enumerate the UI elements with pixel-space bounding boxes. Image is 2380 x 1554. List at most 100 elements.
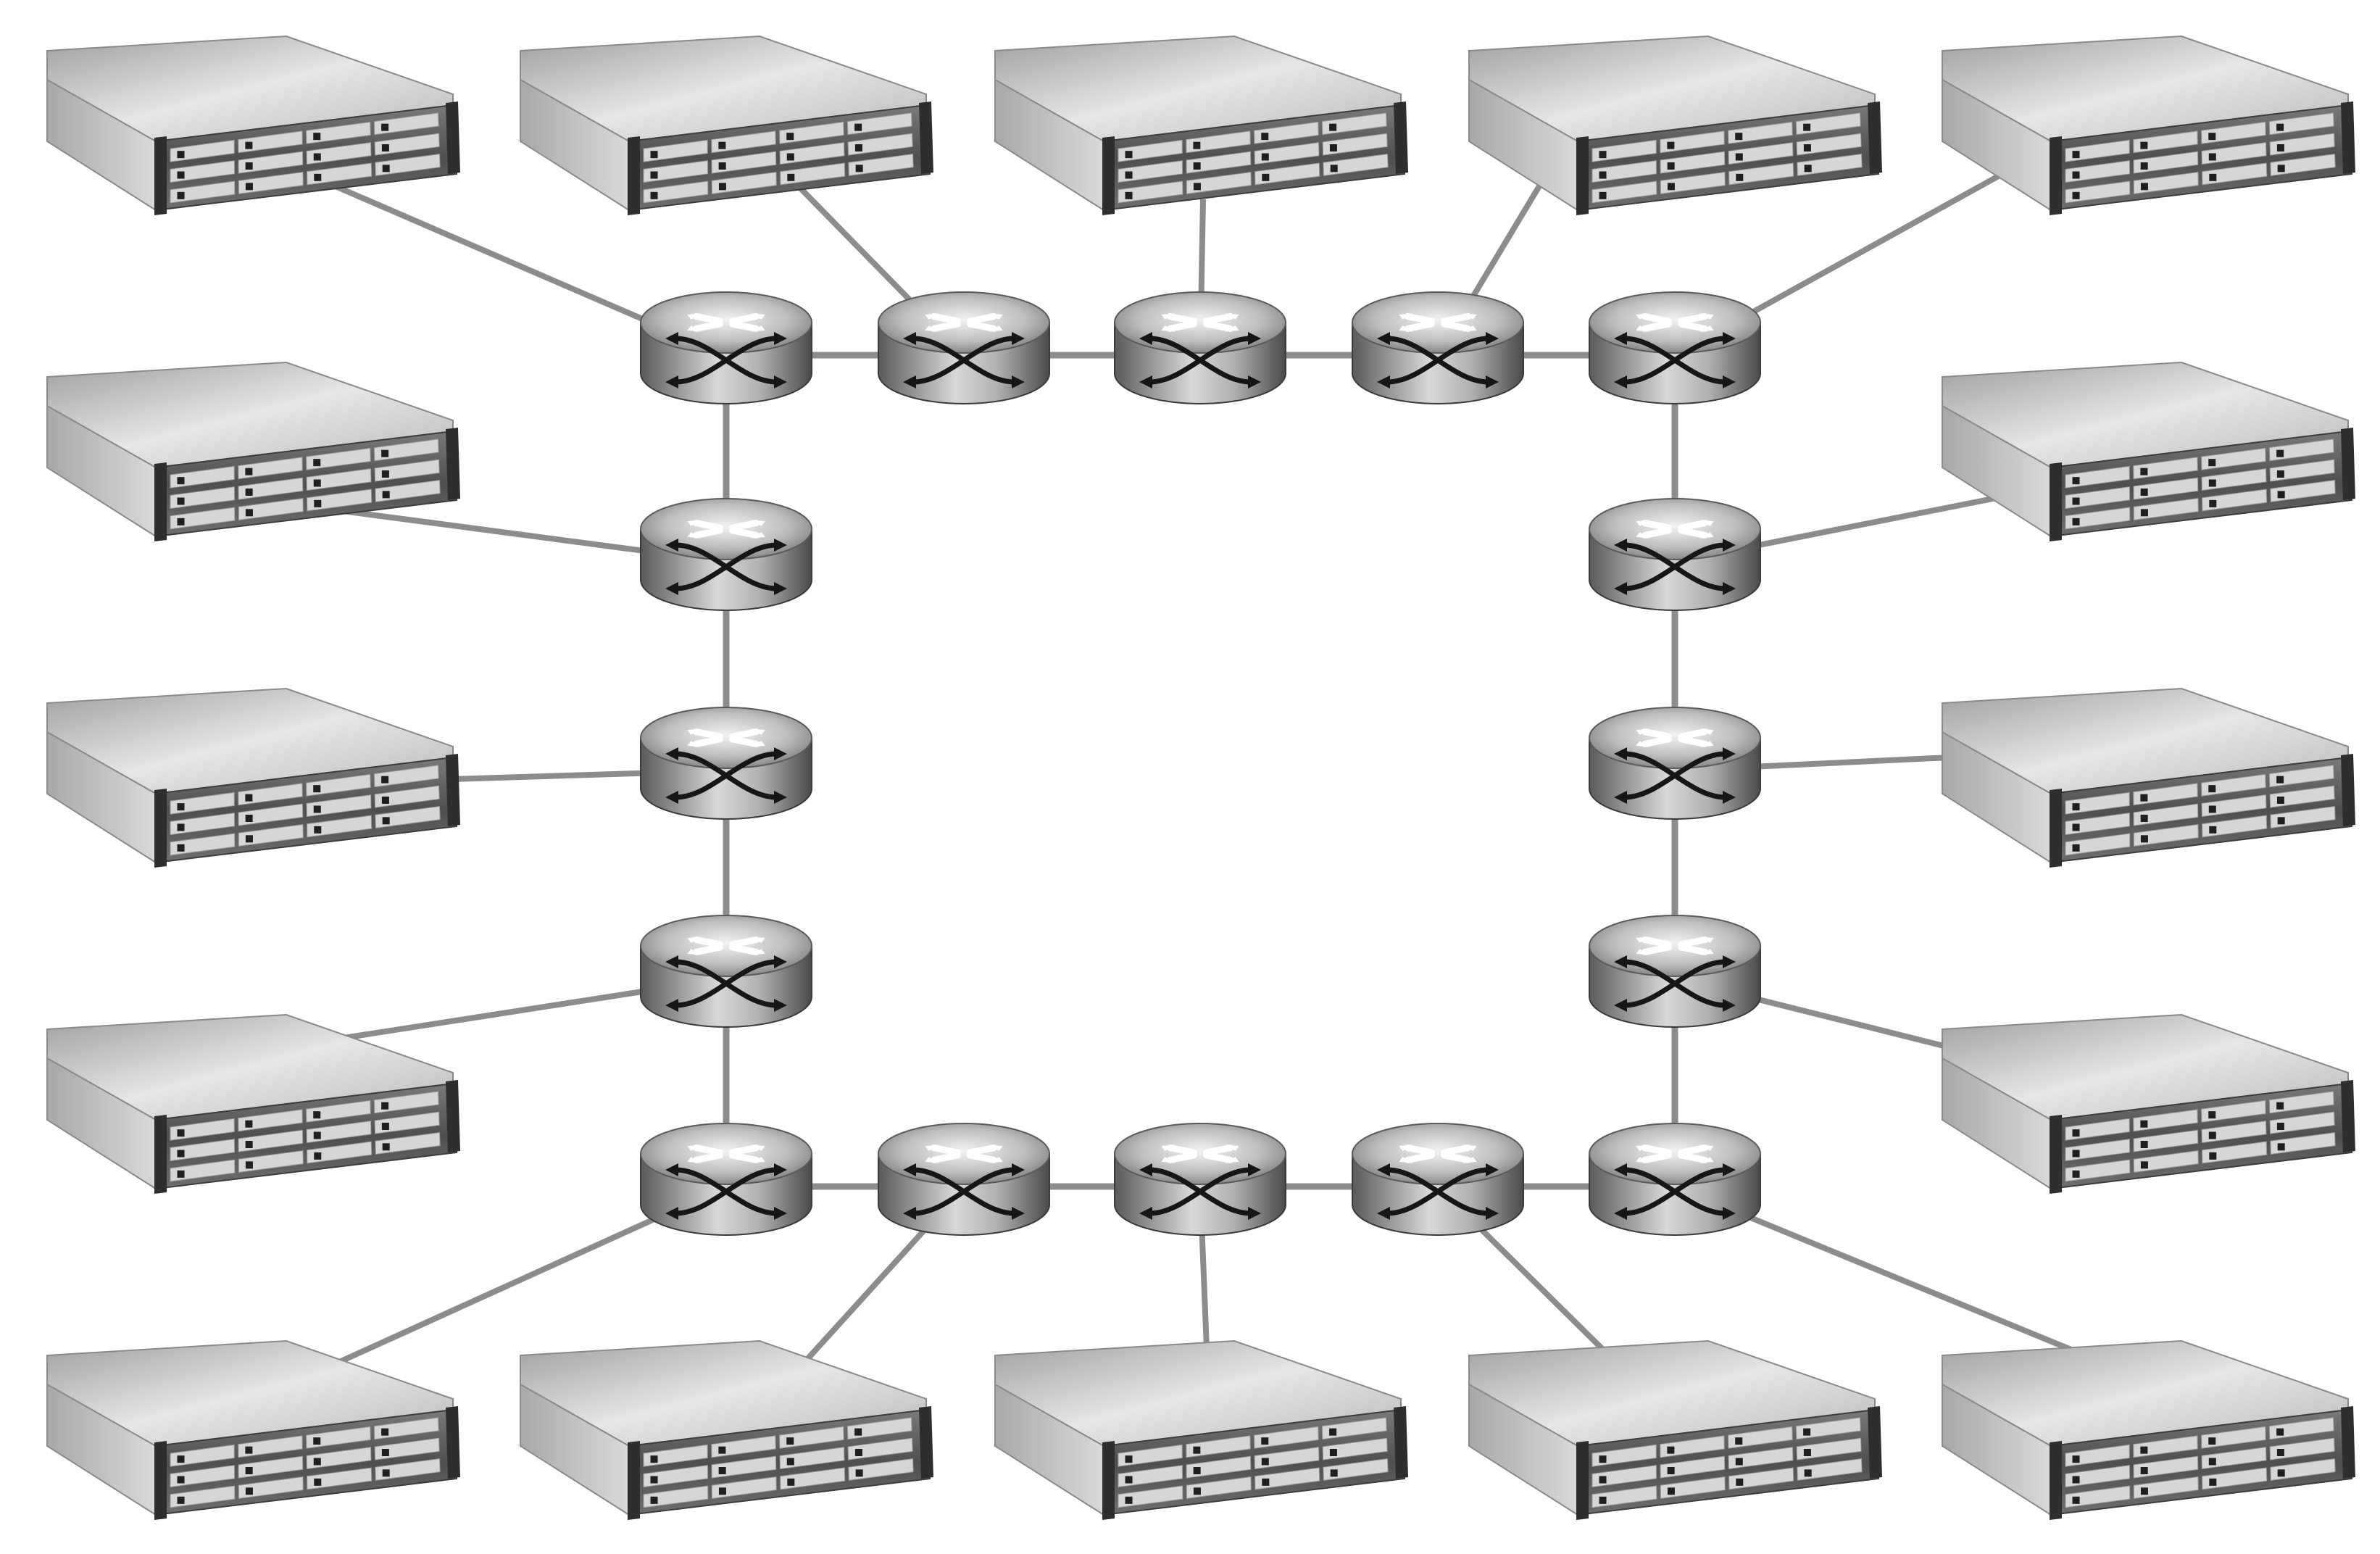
router-cross-arrow-head bbox=[1614, 1163, 1627, 1176]
router-arrow-head bbox=[989, 325, 1003, 332]
drive-bay bbox=[2065, 139, 2130, 162]
router-arrow-shaft bbox=[1166, 1152, 1197, 1163]
router-arrow-head bbox=[687, 1157, 702, 1163]
router-arrow-head bbox=[989, 313, 1003, 320]
drive-latch bbox=[2140, 815, 2148, 822]
router-arrow-shaft bbox=[729, 320, 760, 332]
drive-bay bbox=[1797, 153, 1863, 176]
drive-latch bbox=[177, 1496, 185, 1504]
router-arrow-shaft bbox=[967, 1152, 998, 1163]
drive-latch bbox=[2209, 173, 2217, 181]
router-cross-arrow-head bbox=[665, 1163, 678, 1176]
drive-bay bbox=[2065, 1485, 2131, 1508]
drive-latch bbox=[1599, 191, 1607, 199]
server-handle-right bbox=[2341, 754, 2355, 826]
rack-server-icon bbox=[1468, 1339, 1882, 1520]
router-arrow-shaft bbox=[729, 728, 760, 740]
router-cross-arrow-head bbox=[1139, 1207, 1152, 1220]
drive-latch bbox=[2276, 144, 2284, 151]
drive-bay bbox=[1254, 1447, 1320, 1470]
router-cross-arrow-head bbox=[1377, 1163, 1390, 1176]
router-icon bbox=[1352, 291, 1524, 404]
drive-bay bbox=[2065, 507, 2131, 530]
drive-latch bbox=[2277, 1143, 2285, 1151]
drive-latch bbox=[313, 479, 321, 487]
router-arrow-head bbox=[1699, 313, 1714, 320]
router-cross-arrow-head bbox=[665, 539, 678, 552]
router-top bbox=[1589, 707, 1761, 769]
drive-bay bbox=[779, 142, 845, 165]
drive-bay bbox=[1118, 139, 1183, 162]
drive-latch bbox=[718, 1467, 726, 1474]
router-cross-arrow-head bbox=[1614, 955, 1627, 968]
drive-bay bbox=[238, 1455, 304, 1479]
router-arrow-head bbox=[1699, 949, 1714, 955]
router-arrow-shaft bbox=[1441, 313, 1472, 325]
drive-bay bbox=[170, 486, 236, 510]
drive-bay bbox=[848, 153, 914, 176]
drive-latch bbox=[313, 785, 321, 793]
drive-bay bbox=[374, 459, 440, 482]
drive-latch bbox=[245, 1141, 253, 1148]
drive-bay bbox=[846, 112, 912, 136]
router-arrow-shaft bbox=[1441, 1152, 1472, 1163]
router-cross-arrow-head bbox=[1723, 375, 1736, 388]
drive-bay bbox=[2201, 773, 2266, 797]
server-handle-left bbox=[1576, 136, 1589, 215]
drive-latch bbox=[854, 144, 862, 151]
router-cross-arrow-head bbox=[774, 747, 787, 760]
server-handle-right bbox=[1394, 101, 1408, 174]
drive-bay bbox=[1321, 1417, 1387, 1440]
drive-latch bbox=[2277, 165, 2285, 173]
drive-latch bbox=[2208, 1111, 2216, 1119]
drive-bay bbox=[1591, 1444, 1657, 1467]
server-handle-right bbox=[2341, 1406, 2355, 1479]
drive-bay bbox=[1797, 1458, 1863, 1481]
drive-bay bbox=[1660, 171, 1726, 194]
router-cross-arrow-head bbox=[1377, 1207, 1390, 1220]
drive-bay bbox=[2202, 162, 2268, 186]
drive-latch bbox=[1735, 133, 1743, 141]
router-icon bbox=[878, 1123, 1050, 1236]
router-top bbox=[1589, 291, 1761, 354]
router-arrow-shaft bbox=[1166, 313, 1197, 325]
drive-bay bbox=[2268, 765, 2334, 788]
router-arrow-shaft bbox=[1641, 313, 1672, 325]
rack-server-icon bbox=[520, 35, 933, 215]
drive-latch bbox=[786, 133, 794, 141]
router-top bbox=[640, 915, 812, 977]
router-arrow-shaft bbox=[729, 527, 760, 539]
drive-latch bbox=[381, 449, 389, 457]
router-arrow-head bbox=[1699, 1144, 1714, 1151]
router-cross-arrow-head bbox=[665, 375, 678, 388]
router-arrow-shaft bbox=[692, 736, 723, 747]
router-arrow-head bbox=[1699, 1157, 1714, 1163]
drive-bay bbox=[2270, 479, 2336, 502]
drive-latch bbox=[314, 499, 322, 507]
drive-bay bbox=[1796, 1437, 1862, 1460]
drive-latch bbox=[1735, 1458, 1743, 1466]
drive-bay bbox=[1796, 133, 1862, 156]
router-cross-arrow-head bbox=[1486, 375, 1499, 388]
drive-latch bbox=[1803, 1449, 1811, 1456]
drive-latch bbox=[2208, 1131, 2216, 1139]
router-arrow-shaft bbox=[1641, 1144, 1672, 1156]
drive-bay bbox=[2270, 1458, 2336, 1481]
router-cross-arrow-head bbox=[774, 955, 787, 968]
router-cross-arrow-head bbox=[1723, 747, 1736, 760]
router-top bbox=[640, 1123, 812, 1185]
drive-latch bbox=[1193, 1467, 1201, 1474]
drive-bay bbox=[2133, 1435, 2198, 1458]
router-cross-arrow-head bbox=[1486, 1163, 1499, 1176]
router-arrow-head bbox=[751, 936, 765, 943]
drive-latch bbox=[1125, 1455, 1133, 1463]
router-arrow-head bbox=[925, 1157, 939, 1163]
drive-latch bbox=[2140, 1446, 2148, 1454]
router-cross-arrow-head bbox=[1012, 375, 1025, 388]
drive-bay bbox=[846, 1417, 912, 1440]
drive-bay bbox=[1118, 180, 1183, 204]
router-arrow-shaft bbox=[1203, 1144, 1234, 1156]
router-arrow-shaft bbox=[930, 1152, 961, 1163]
router-arrow-head bbox=[1636, 1157, 1650, 1163]
